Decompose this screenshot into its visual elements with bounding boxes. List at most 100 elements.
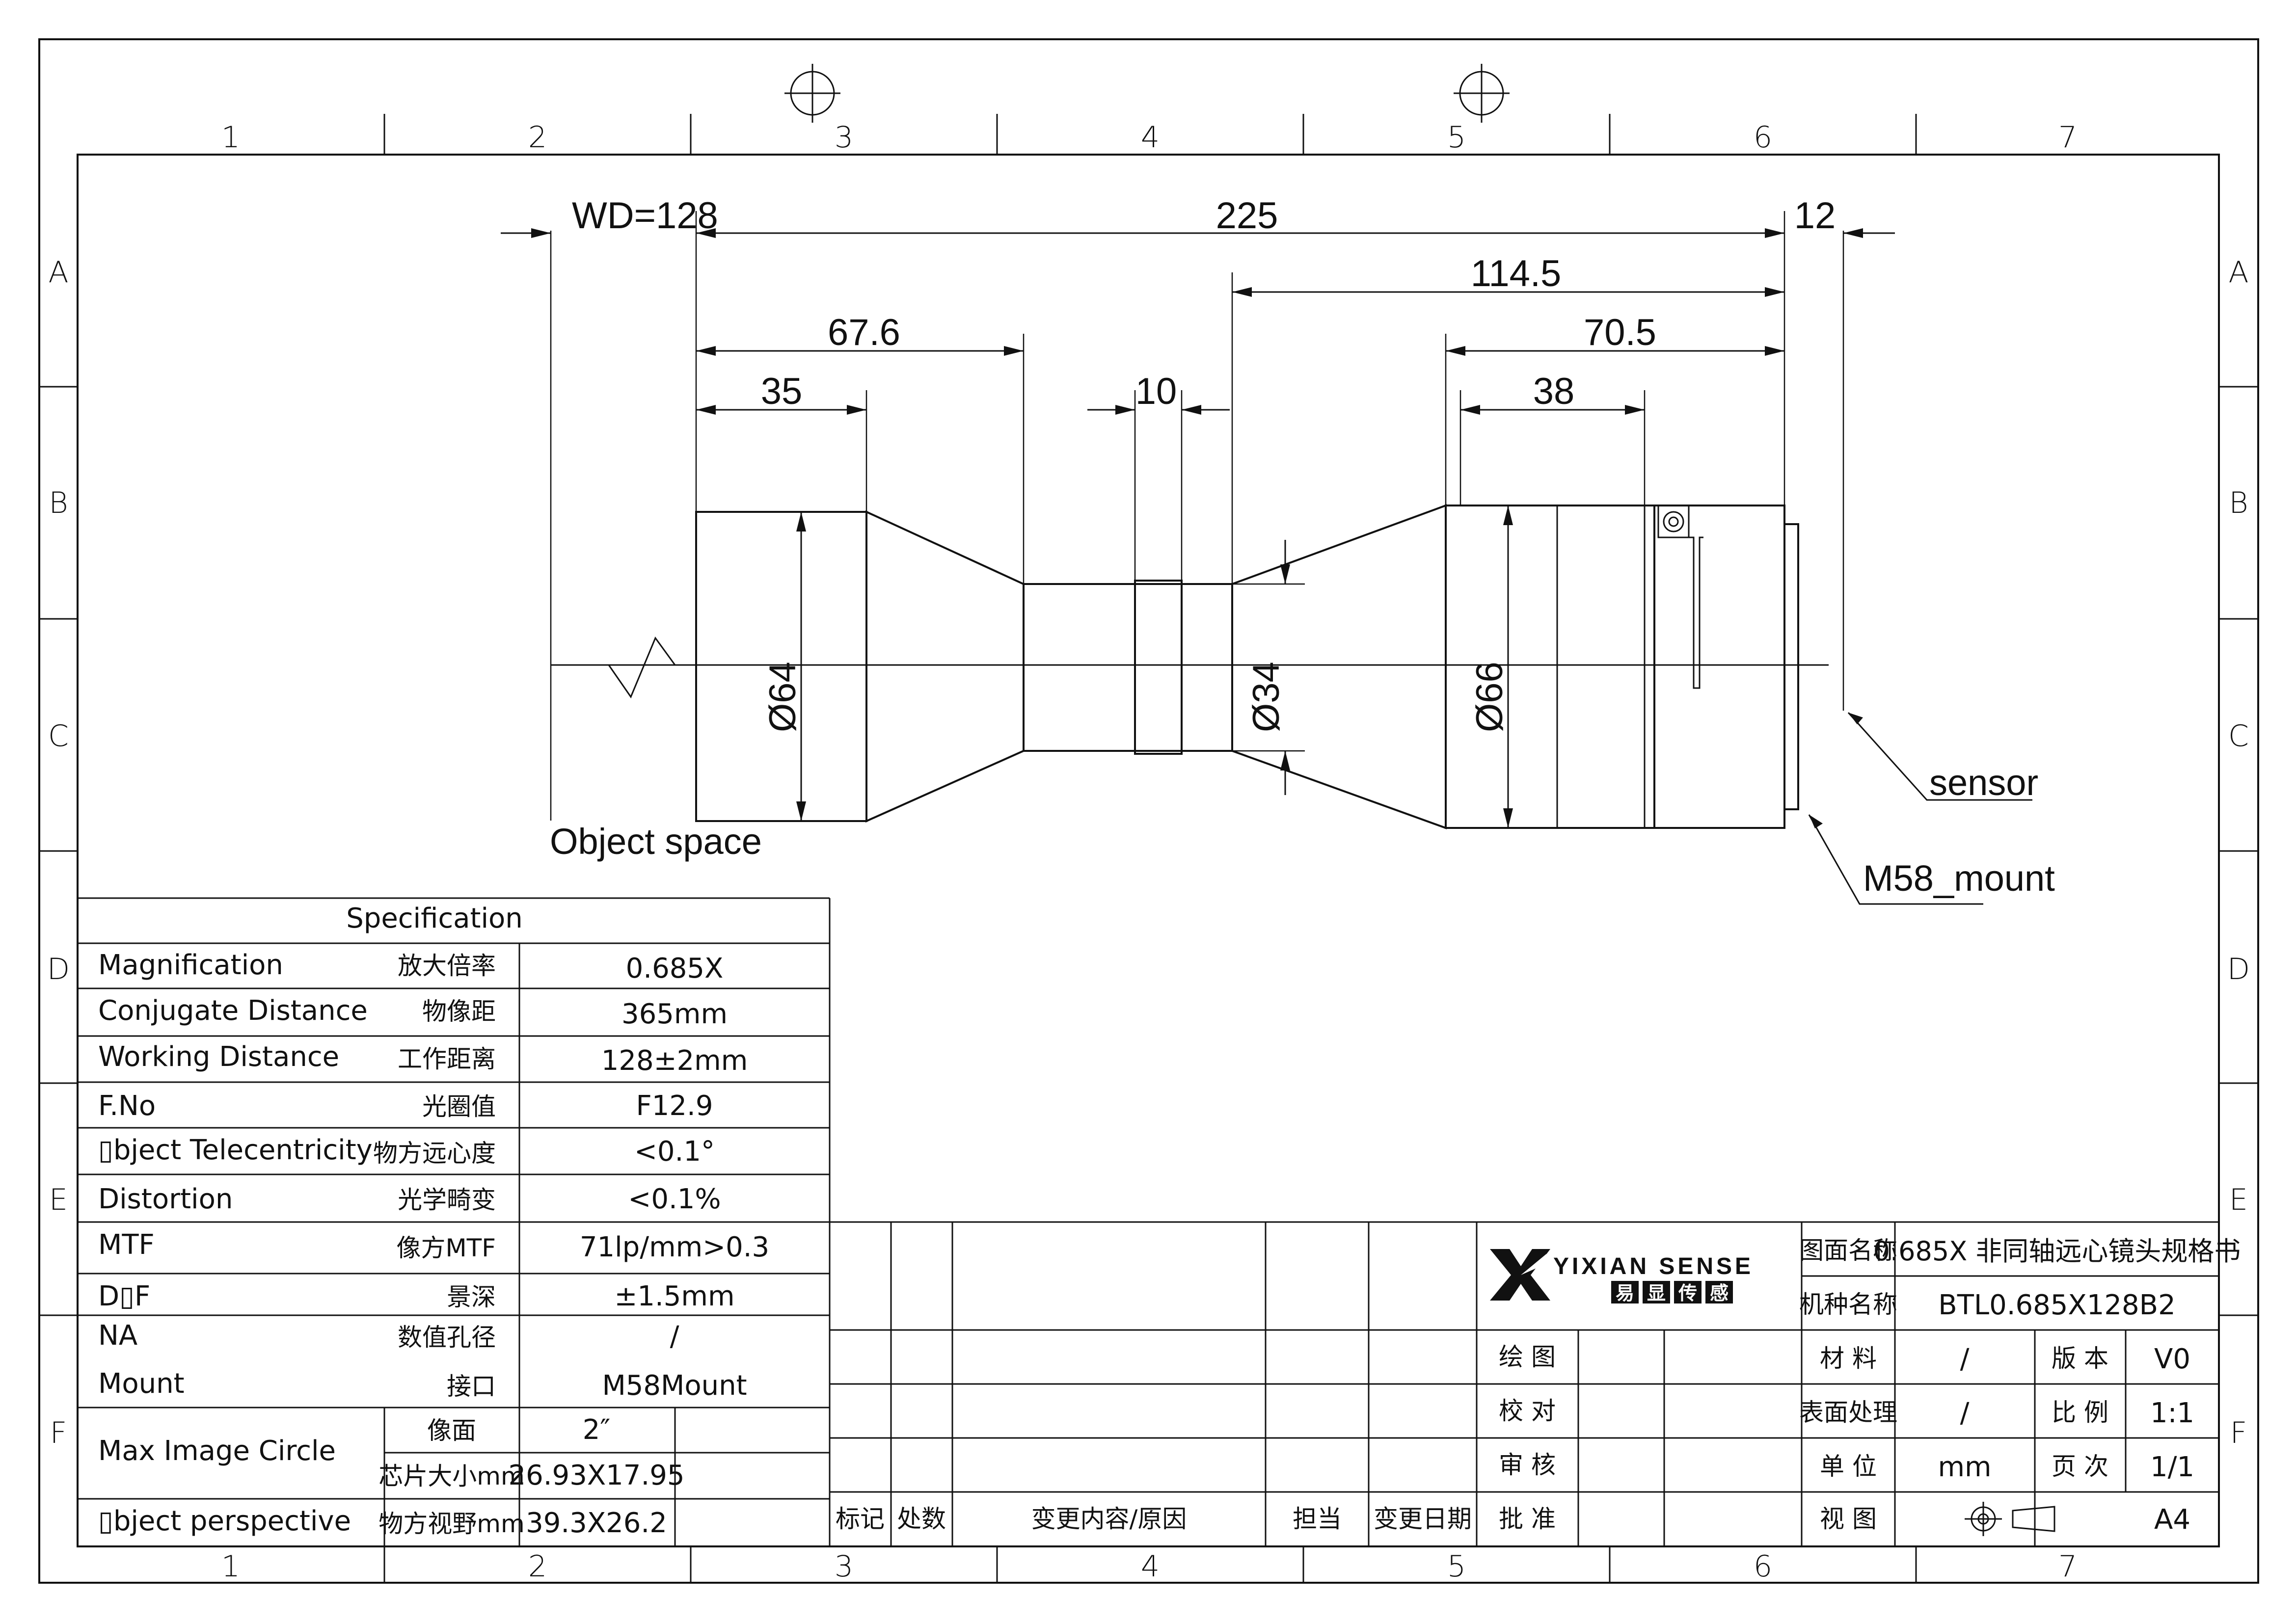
model-label: 机种名称 — [1799, 1290, 1897, 1319]
zone-labels: 1 2 3 4 5 6 7 1 2 3 4 5 6 7 A B C D E F … — [47, 120, 2250, 1584]
col-label: 4 — [1141, 120, 1160, 155]
brand-cn: 感 — [1710, 1283, 1729, 1304]
spec-label: Working Distance — [98, 1041, 339, 1073]
col-label: 2 — [528, 120, 547, 155]
spec-label-cn: 像面 — [427, 1416, 476, 1445]
dim-diameter-front: Ø64 — [762, 662, 804, 732]
row-label: F — [2230, 1416, 2247, 1450]
middle-ring — [1134, 580, 1183, 755]
drawing-name-label: 图面名称 — [1799, 1236, 1897, 1265]
surface-label: 表面处理 — [1799, 1398, 1897, 1427]
row-label: B — [49, 486, 68, 520]
col-label: 7 — [2058, 1549, 2077, 1584]
spec-value: F12.9 — [636, 1090, 713, 1122]
spec-label-cn: 物像距 — [422, 997, 496, 1026]
dim-35: 35 — [761, 371, 803, 412]
version-value: V0 — [2154, 1343, 2190, 1375]
spec-label: ▯bject perspective — [98, 1505, 351, 1537]
col-label: 7 — [2058, 120, 2077, 155]
company-logo: YIXIAN SENSE 易 显 传 感 — [1490, 1249, 1751, 1304]
col-label: 5 — [1447, 120, 1466, 155]
approval-label: 校 对 — [1499, 1397, 1556, 1425]
page-value: 1/1 — [2150, 1451, 2194, 1483]
spec-label: Magnification — [98, 949, 283, 981]
surface-value: / — [1960, 1397, 1970, 1429]
spec-title: Specification — [346, 903, 523, 934]
approval-label: 绘 图 — [1499, 1343, 1556, 1371]
projection-symbol-icon — [1965, 1502, 2055, 1536]
spec-value: 71lp/mm>0.3 — [580, 1231, 769, 1263]
label-object-space: Object space — [550, 821, 762, 862]
spec-label: D▯F — [98, 1280, 150, 1312]
approval-label: 批 准 — [1499, 1505, 1556, 1533]
dim-10: 10 — [1135, 371, 1177, 412]
spec-label-cn: 像方MTF — [397, 1234, 496, 1262]
row-label: D — [47, 952, 70, 986]
material-value: / — [1960, 1343, 1970, 1375]
spec-label-cn: 物方远心度 — [373, 1139, 496, 1168]
rev-header: 处数 — [897, 1505, 946, 1533]
drawing-name: 0.685X 非同轴远心镜头规格书 — [1873, 1236, 2241, 1267]
col-label: 3 — [835, 1549, 853, 1584]
dim-back-focal: 12 — [1794, 195, 1836, 237]
dim-diameter-rear: Ø66 — [1469, 662, 1511, 732]
rev-header: 变更内容/原因 — [1031, 1505, 1187, 1533]
spec-label: F.No — [98, 1090, 156, 1122]
spec-value: 128±2mm — [601, 1045, 748, 1077]
unit-value: mm — [1938, 1451, 1991, 1483]
spec-label-cn: 放大倍率 — [398, 952, 496, 980]
spec-label-cn: 接口 — [447, 1372, 496, 1401]
brand-cn: 易 — [1616, 1283, 1634, 1304]
col-label: 6 — [1754, 1549, 1772, 1584]
col-label: 1 — [221, 1549, 240, 1584]
spec-label-cn: 工作距离 — [398, 1045, 496, 1073]
front-cone — [865, 510, 1025, 823]
spec-value: ±1.5mm — [614, 1280, 734, 1312]
row-label: A — [2228, 255, 2248, 290]
row-label: F — [50, 1416, 67, 1450]
dim-diameter-mid: Ø34 — [1245, 662, 1287, 732]
mount-body — [1653, 505, 1785, 829]
scale-label: 比 例 — [2052, 1398, 2108, 1427]
spec-label-cn: 芯片大小mm — [378, 1462, 524, 1490]
spec-label: MTF — [98, 1229, 155, 1261]
scale-value: 1:1 — [2150, 1397, 2194, 1429]
version-label: 版 本 — [2052, 1344, 2108, 1373]
spec-value: 365mm — [621, 998, 728, 1030]
spec-value: M58Mount — [602, 1370, 747, 1402]
spec-label: NA — [98, 1320, 137, 1352]
spec-label: Mount — [98, 1368, 185, 1400]
col-label: 4 — [1141, 1549, 1160, 1584]
dim-67: 67.6 — [828, 312, 900, 353]
dim-70: 70.5 — [1584, 312, 1656, 353]
dim-38: 38 — [1533, 371, 1575, 412]
spec-label-cn: 景深 — [447, 1283, 496, 1311]
spec-label: ▯bject Telecentricity — [98, 1134, 373, 1166]
dim-working-distance: WD=128 — [572, 195, 718, 237]
centering-mark-icon — [784, 64, 1510, 123]
paper-size: A4 — [2154, 1504, 2190, 1536]
dim-114: 114.5 — [1471, 253, 1562, 294]
row-label: C — [2228, 719, 2249, 753]
spec-label-cn: 数值孔径 — [398, 1323, 496, 1352]
sheet-frame — [38, 38, 2259, 1584]
set-screw-icon — [1657, 505, 1690, 538]
col-label: 6 — [1754, 120, 1772, 155]
dim-total-length: 225 — [1216, 195, 1278, 237]
col-label: 2 — [528, 1549, 547, 1584]
col-label: 3 — [835, 120, 853, 155]
label-mount: M58_mount — [1863, 858, 2055, 899]
break-symbol — [608, 636, 676, 699]
row-label: D — [2227, 952, 2250, 986]
approval-label: 审 核 — [1499, 1451, 1556, 1479]
brand-cn: 传 — [1678, 1283, 1697, 1304]
col-label: 1 — [221, 120, 240, 155]
spec-label: Distortion — [98, 1183, 233, 1215]
spec-label-cn: 光圈值 — [422, 1092, 496, 1121]
page-label: 页 次 — [2052, 1452, 2108, 1481]
mount-flange — [1783, 523, 1799, 810]
spec-value: 2″ — [583, 1414, 611, 1446]
label-sensor: sensor — [1929, 762, 2038, 803]
spec-value: / — [670, 1321, 679, 1353]
